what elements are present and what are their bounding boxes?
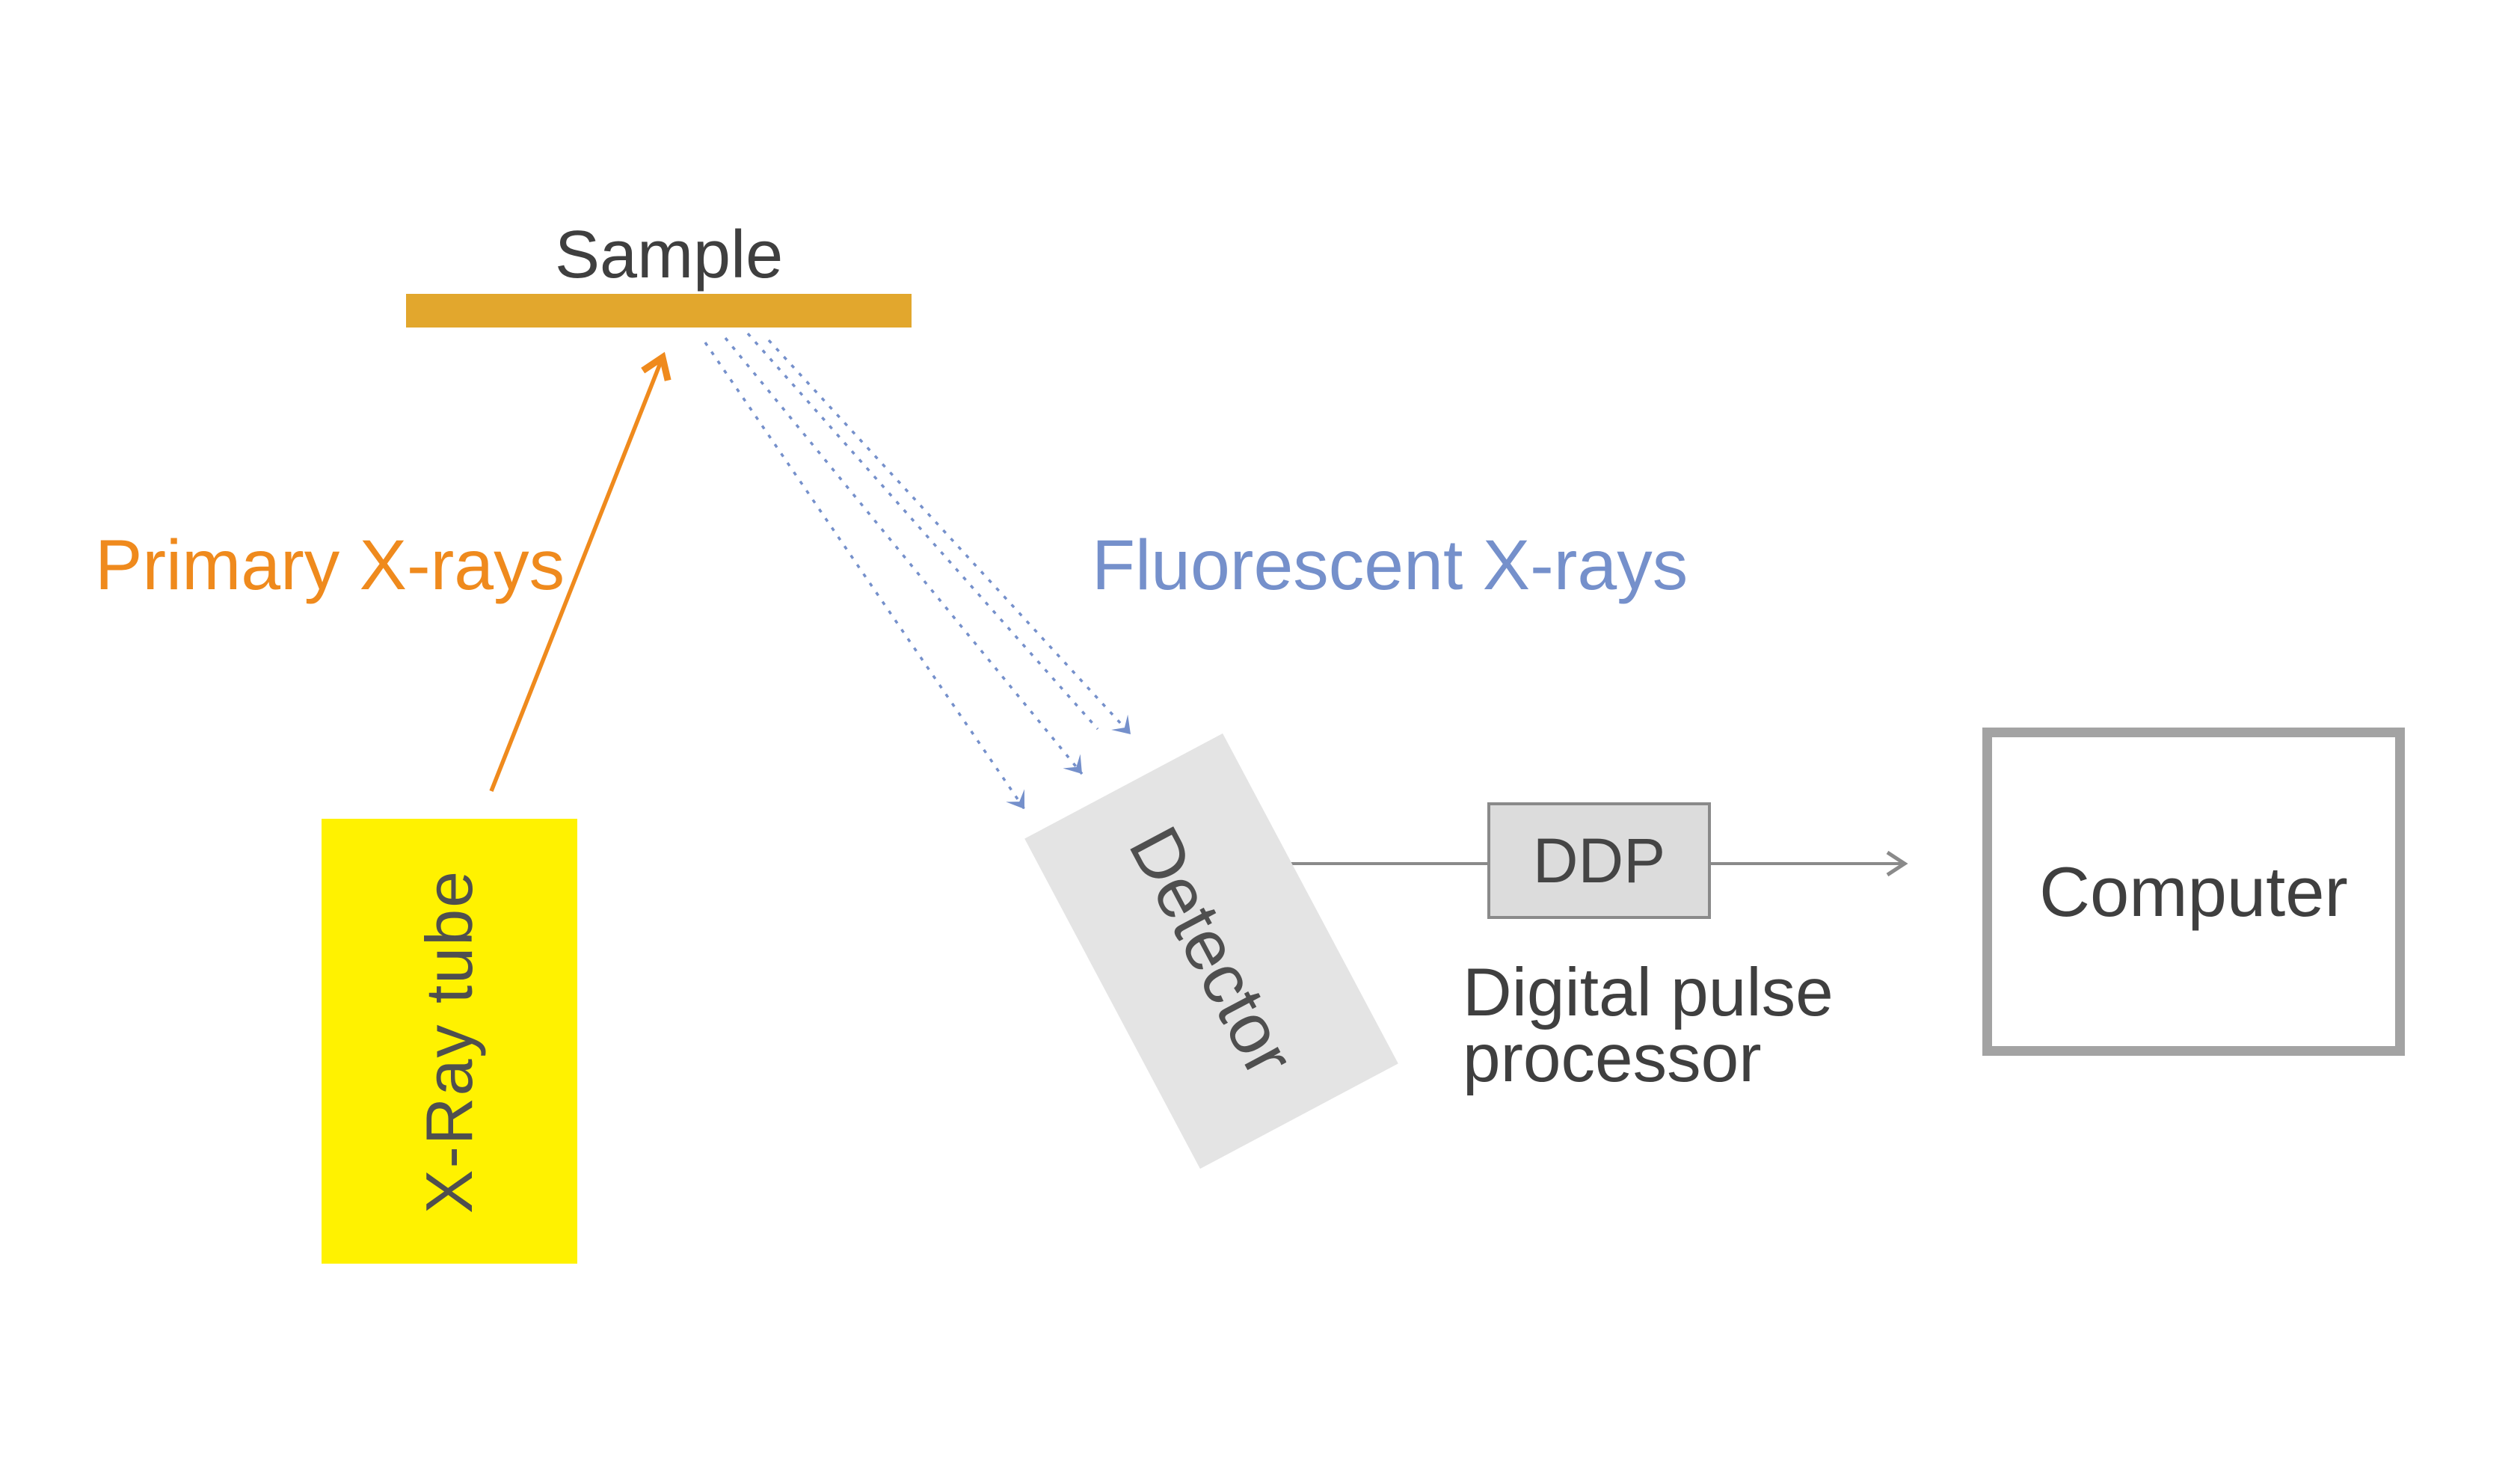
ddp-caption-line1: Digital pulse	[1463, 955, 1834, 1030]
xray-tube-label: X-Ray tube	[412, 869, 486, 1214]
ddp-box: DDP	[1487, 802, 1711, 919]
fluorescent-ray-1	[704, 342, 1026, 810]
fluorescent-ray-2	[724, 336, 1084, 775]
xray-tube-box: X-Ray tube	[322, 819, 577, 1264]
detector-label: Detector	[1113, 814, 1310, 1089]
sample-label: Sample	[555, 218, 784, 292]
computer-label: Computer	[2039, 852, 2348, 931]
fluorescent-ray-4	[767, 339, 1132, 736]
primary-xrays-label: Primary X-rays	[95, 526, 565, 605]
computer-box: Computer	[1982, 728, 2405, 1056]
ddp-caption: Digital pulse processor	[1463, 955, 1834, 1096]
sample-bar	[406, 294, 912, 328]
fluorescent-ray-3	[746, 332, 1099, 731]
fluorescent-xrays-label: Fluorescent X-rays	[1092, 526, 1688, 605]
ddp-label: DDP	[1532, 825, 1666, 896]
primary-xray-arrow	[489, 351, 672, 793]
ddp-caption-line2: processor	[1463, 1021, 1762, 1096]
